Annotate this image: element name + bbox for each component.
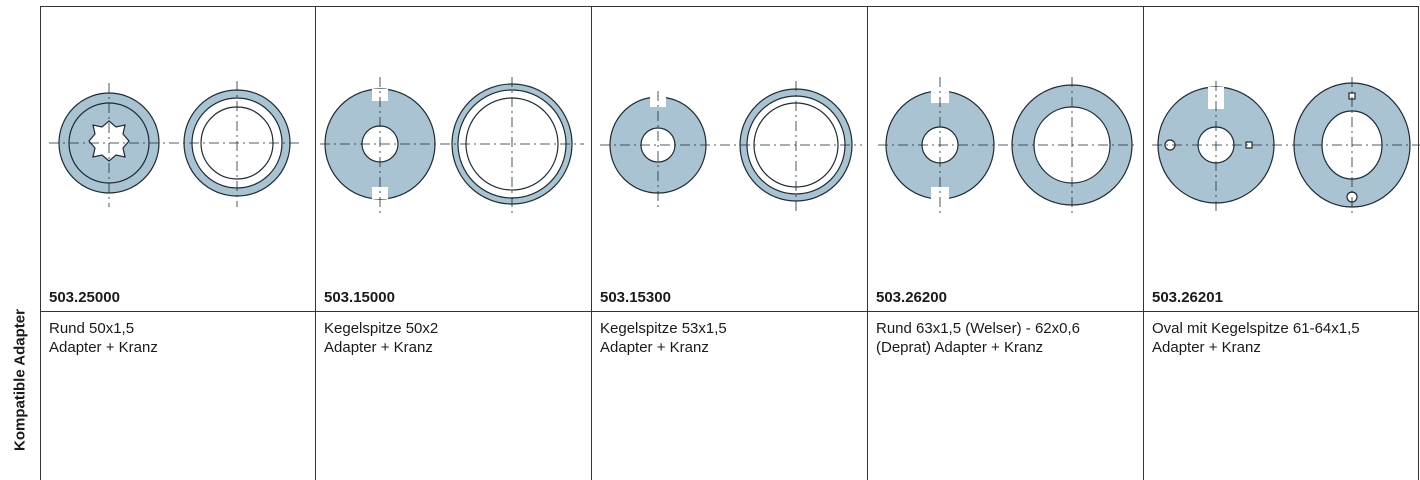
oval-adapter-ring-icon [1152, 77, 1420, 213]
description-line: Adapter + Kranz [600, 339, 709, 356]
product-image [41, 7, 315, 283]
product-cell: 503.26200 Rund 63x1,5 (Welser) - 62x0,6 … [868, 7, 1144, 480]
product-code: 503.26200 [876, 289, 947, 306]
round-adapter-ring-icon [878, 77, 1138, 217]
product-image [868, 7, 1143, 283]
product-description: Rund 50x1,5 Adapter + Kranz [49, 319, 158, 357]
product-description: Rund 63x1,5 (Welser) - 62x0,6 (Deprat) A… [876, 319, 1080, 357]
product-description: Kegelspitze 50x2 Adapter + Kranz [324, 319, 438, 357]
description-line: Adapter + Kranz [1152, 339, 1261, 356]
description-line: Rund 63x1,5 (Welser) - 62x0,6 [876, 320, 1080, 337]
side-label-text: Kompatible Adapter [11, 309, 29, 451]
round-adapter-ring-icon [49, 81, 303, 207]
cone-tip-adapter-ring-icon [600, 81, 862, 211]
product-cell: 503.26201 Oval mit Kegelspitze 61-64x1,5… [1144, 7, 1420, 480]
divider [41, 311, 315, 312]
product-code: 503.26201 [1152, 289, 1223, 306]
description-line: (Deprat) Adapter + Kranz [876, 339, 1044, 356]
divider [868, 311, 1143, 312]
product-cell: 503.15000 Kegelspitze 50x2 Adapter + Kra… [316, 7, 592, 480]
description-line: Oval mit Kegelspitze 61-64x1,5 [1152, 320, 1360, 337]
product-code: 503.25000 [49, 289, 120, 306]
description-line: Adapter + Kranz [324, 339, 433, 356]
description-line: Adapter + Kranz [49, 339, 158, 356]
product-cell: 503.25000 Rund 50x1,5 Adapter + Kranz [41, 7, 316, 480]
divider [316, 311, 591, 312]
product-cell: 503.15300 Kegelspitze 53x1,5 Adapter + K… [592, 7, 868, 480]
product-table: 503.25000 Rund 50x1,5 Adapter + Kranz [40, 6, 1420, 480]
description-line: Rund 50x1,5 [49, 320, 135, 337]
product-description: Oval mit Kegelspitze 61-64x1,5 Adapter +… [1152, 319, 1360, 357]
cone-tip-adapter-ring-icon [320, 77, 584, 213]
side-label: Kompatible Adapter [0, 0, 40, 479]
product-description: Kegelspitze 53x1,5 Adapter + Kranz [600, 319, 727, 357]
product-code: 503.15300 [600, 289, 671, 306]
product-image [1144, 7, 1420, 283]
divider [1144, 311, 1418, 312]
product-image [592, 7, 867, 283]
product-code: 503.15000 [324, 289, 395, 306]
product-image [316, 7, 591, 283]
description-line: Kegelspitze 50x2 [324, 320, 439, 337]
divider [592, 311, 867, 312]
description-line: Kegelspitze 53x1,5 [600, 320, 727, 337]
